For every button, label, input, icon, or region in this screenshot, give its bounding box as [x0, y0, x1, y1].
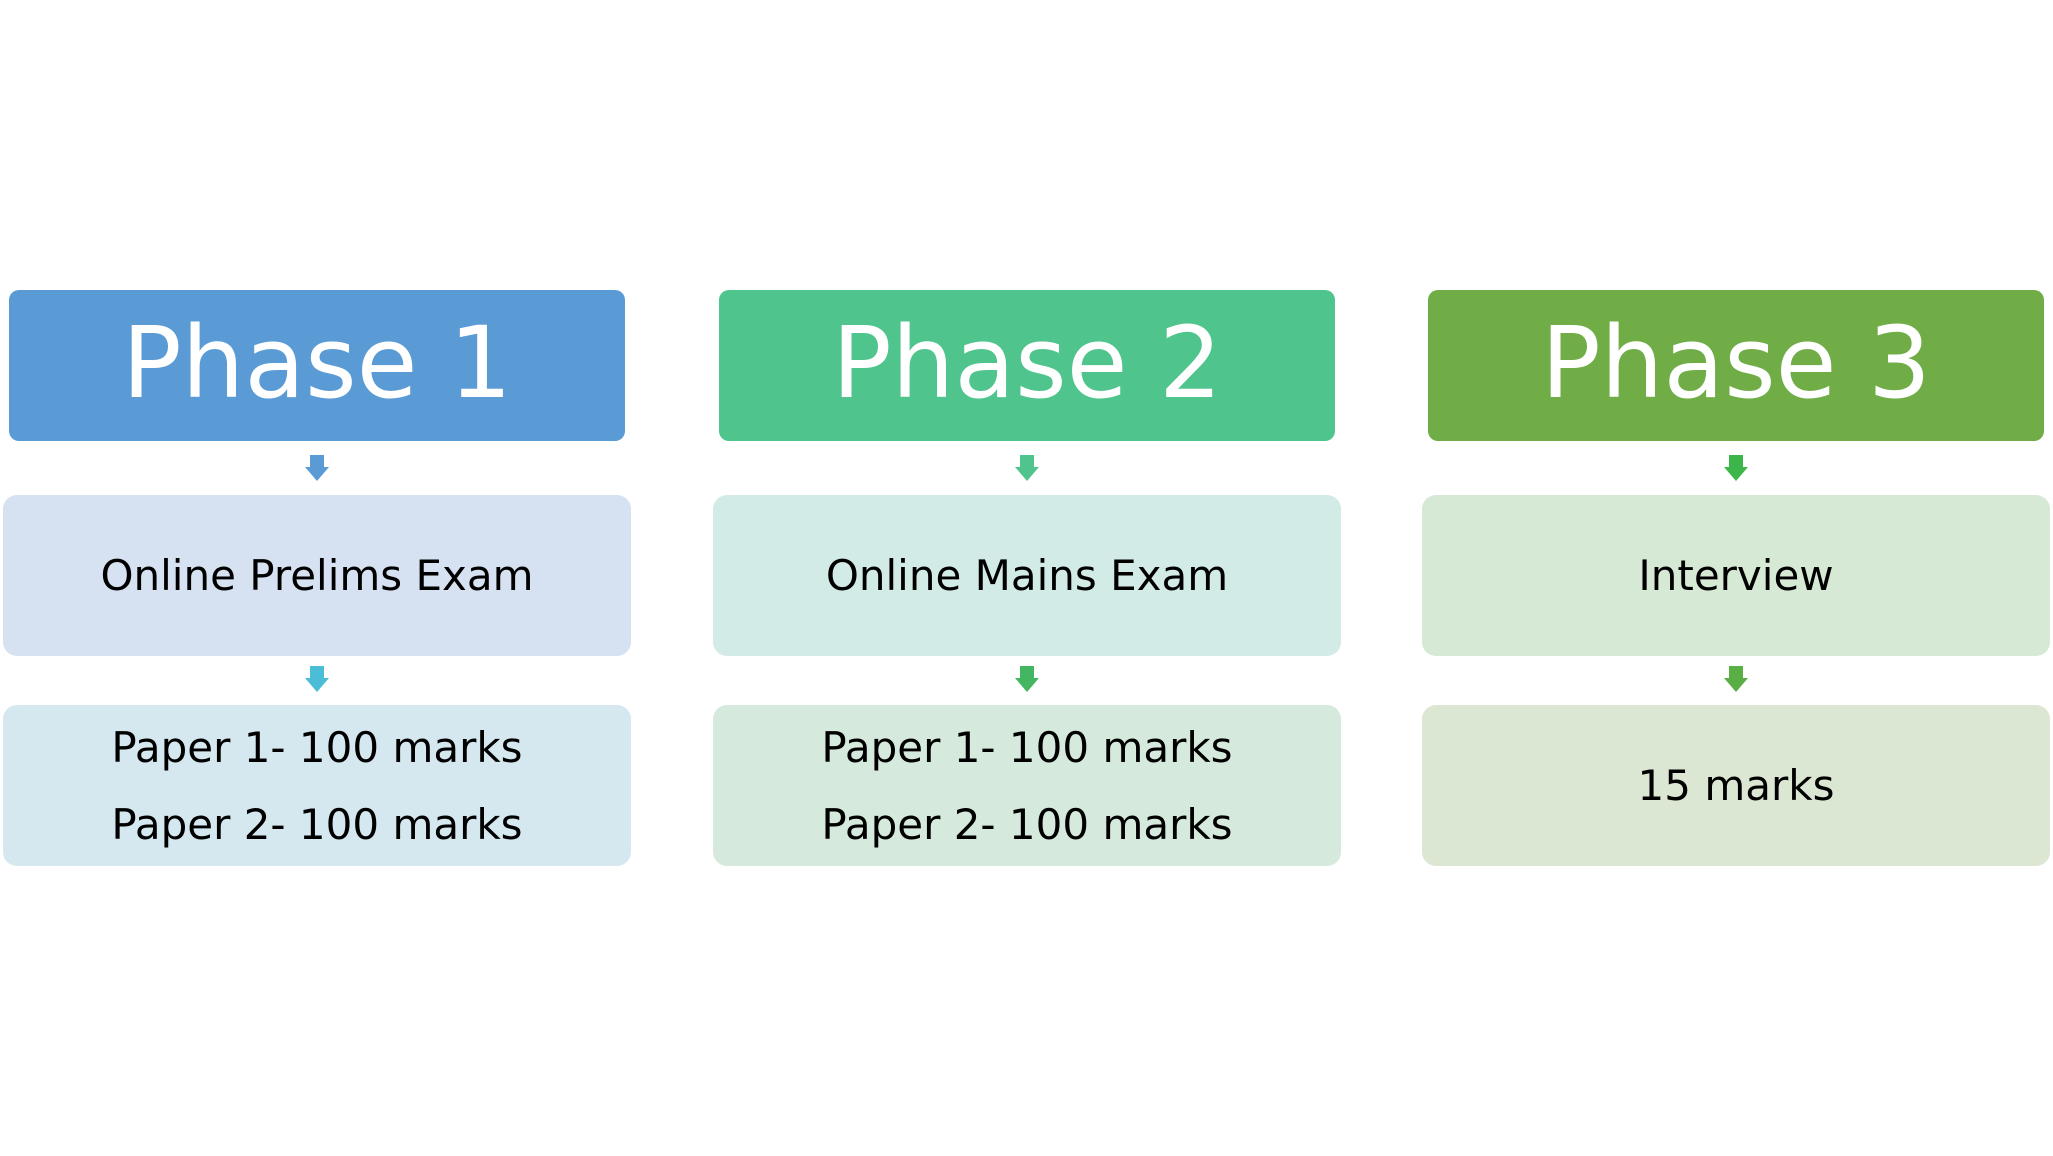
phase-3-step-box: Interview [1422, 495, 2050, 656]
phase-2-marks-line: Paper 1- 100 marks [821, 722, 1233, 772]
down-arrow-icon [1724, 666, 1748, 692]
down-arrow-icon [305, 666, 329, 692]
phase-2-marks-box: Paper 1- 100 marks Paper 2- 100 marks [713, 705, 1341, 866]
phase-1-step-label: Online Prelims Exam [100, 551, 534, 600]
phase-1-step-box: Online Prelims Exam [3, 495, 631, 656]
phase-1-marks-box: Paper 1- 100 marks Paper 2- 100 marks [3, 705, 631, 866]
phase-3-marks-line: 15 marks [1637, 761, 1835, 810]
down-arrow-icon [305, 455, 329, 481]
phase-3-header: Phase 3 [1428, 290, 2044, 441]
phase-2-header: Phase 2 [719, 290, 1335, 441]
phase-3-step-label: Interview [1638, 551, 1834, 600]
phase-2-step-label: Online Mains Exam [825, 551, 1229, 600]
down-arrow-icon [1015, 666, 1039, 692]
phase-1-marks-line: Paper 2- 100 marks [111, 799, 523, 849]
phase-1-header: Phase 1 [9, 290, 625, 441]
phase-1-marks-line: Paper 1- 100 marks [111, 722, 523, 772]
phase-3-marks-box: 15 marks [1422, 705, 2050, 866]
down-arrow-icon [1015, 455, 1039, 481]
down-arrow-icon [1724, 455, 1748, 481]
phase-2-step-box: Online Mains Exam [713, 495, 1341, 656]
phase-2-marks-line: Paper 2- 100 marks [821, 799, 1233, 849]
